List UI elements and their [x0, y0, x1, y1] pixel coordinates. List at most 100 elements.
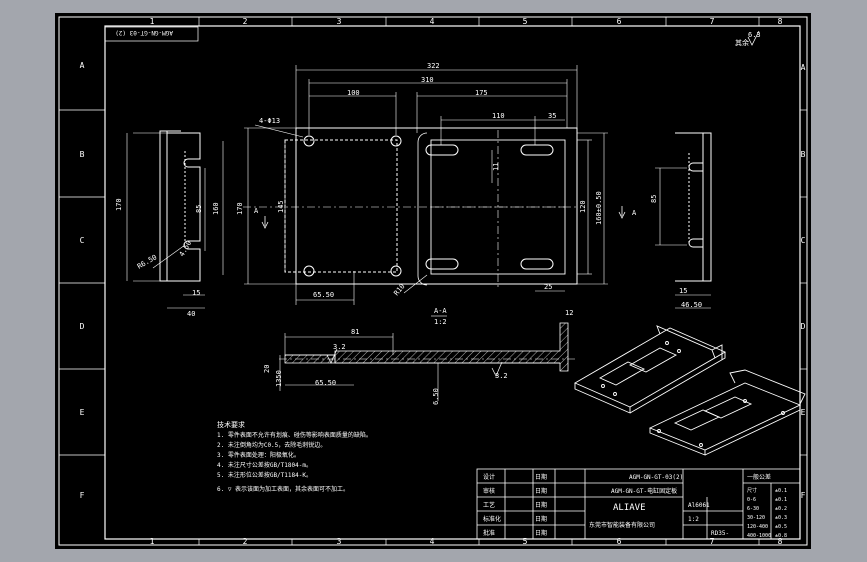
grid-row-a-right: A	[801, 63, 806, 72]
dim-310: 310	[421, 76, 434, 84]
tb-right-row-1: 0-6	[747, 497, 756, 503]
grid-col-8: 8	[778, 17, 783, 26]
dim-right-46: 46.50	[681, 301, 702, 309]
isometric-view-1	[574, 325, 726, 414]
tb-right-val-2: ±0.2	[775, 506, 787, 512]
plate-outline	[295, 127, 578, 285]
grid-row-a: A	[80, 61, 85, 70]
dim-sec-6550: 65.50	[315, 379, 336, 387]
grid-col-3: 3	[337, 17, 342, 26]
dim-sec-12: 12	[565, 309, 573, 317]
tb-right-row-5: 400-1000	[747, 533, 771, 539]
tb-sheet: RD35-	[711, 530, 729, 537]
dim-sec-650: 6.50	[432, 388, 440, 405]
grid-row-c-right: C	[801, 236, 806, 245]
grid-col-6: 6	[617, 17, 622, 26]
dim-left-15: 15	[192, 289, 200, 297]
grid-row-d-right: D	[801, 322, 806, 331]
grid-row-c: C	[80, 236, 85, 245]
tb-row-4: 批准	[483, 529, 495, 537]
dim-r10: R10	[392, 282, 406, 297]
grid-col-1: 1	[150, 17, 155, 26]
grid-row-e-right: E	[801, 408, 806, 417]
section-name: A-A	[434, 307, 447, 315]
section-roughness-icon	[326, 348, 338, 364]
grid-col-5-bottom: 5	[523, 537, 528, 546]
tech-notes: 技术要求 1. 零件表面不允许有划痕、碰伤等影响表面质量的缺陷。 2. 未注倒角…	[217, 420, 372, 493]
tb-right-row-2: 6-30	[747, 506, 759, 512]
dim-sec-1350: 1350	[275, 370, 283, 387]
main-dims: 322 310 100 175 110 35 4-Φ13 170 145 120…	[236, 62, 603, 299]
dim-left-160: 160	[212, 202, 220, 215]
tb-mid-2: 日期	[535, 501, 547, 509]
grid-col-7-bottom: 7	[710, 537, 715, 546]
dim-left-170: 170	[115, 198, 123, 211]
roughness-value: 6.3	[748, 31, 761, 39]
grid-col-6-bottom: 6	[617, 537, 622, 546]
technical-drawing: 1 2 3 4 5 6 7 8 1 2 3 4 5 6 7 8 A B C D …	[58, 16, 808, 546]
tb-mid-3: 日期	[535, 515, 547, 523]
dim-35: 35	[548, 112, 556, 120]
title-block-text: 设计 审核 工艺 标准化 批准 日期 日期 日期 日期 日期 AGM-GN-GT…	[483, 473, 787, 539]
grid-col-2: 2	[243, 17, 248, 26]
section-roughness-icon-2	[491, 361, 503, 377]
dim-sec-20: 20	[263, 365, 271, 373]
tb-right-row-0: 尺寸	[747, 487, 757, 494]
tb-right-row-3: 30-120	[747, 515, 765, 521]
roughness-label: 其余	[735, 38, 749, 47]
roughness-default: 其余 6.3	[735, 30, 761, 47]
grid-row-b: B	[80, 150, 85, 159]
grid-col-7: 7	[710, 17, 715, 26]
dim-main-160: 160±0.50	[595, 191, 603, 225]
dim-110: 110	[492, 112, 505, 120]
tb-right-val-3: ±0.3	[775, 515, 787, 521]
grid-row-d: D	[80, 322, 85, 331]
left-side-view	[126, 130, 224, 309]
dim-sec-32: 3.2	[333, 343, 346, 351]
grid-row-f: F	[80, 491, 85, 500]
section-dims: 81 3.2 12 20 1350 65.50 6.50 3.2	[263, 309, 573, 405]
tb-mid-4: 日期	[535, 529, 547, 537]
grid-row-b-right: B	[801, 150, 806, 159]
dim-100: 100	[347, 89, 360, 97]
notes-title: 技术要求	[217, 420, 245, 429]
tb-company-logo: ALIAVE	[613, 503, 646, 513]
tb-right-val-1: ±0.1	[775, 497, 787, 503]
tb-right-val-5: ±0.8	[775, 533, 787, 539]
dim-sec-81: 81	[351, 328, 359, 336]
note-3: 3. 零件表面处理：阳极氧化。	[217, 451, 300, 459]
note-6: 6. ▽ 表示该面为加工表面，其余表面可不加工。	[217, 485, 349, 493]
dim-main-120: 120	[579, 200, 587, 213]
outer-border	[58, 16, 808, 546]
grid-row-f-right: F	[801, 491, 806, 500]
inner-frame	[104, 25, 801, 540]
dim-sec-32b: 3.2	[495, 372, 508, 380]
right-side-view	[655, 132, 712, 309]
dim-holes: 4-Φ13	[259, 117, 280, 125]
main-plate-view	[243, 127, 578, 288]
grid-labels: 1 2 3 4 5 6 7 8 1 2 3 4 5 6 7 8 A B C D …	[80, 17, 806, 546]
tb-mid-1: 日期	[535, 487, 547, 495]
roughness-check-icon	[747, 30, 760, 46]
view-arrow-down-icon	[261, 216, 269, 229]
isometric-view-2	[648, 369, 806, 456]
grid-ticks	[59, 17, 807, 545]
tb-mid-0: 日期	[535, 473, 547, 481]
dim-right-85: 85	[650, 195, 658, 203]
dim-175: 175	[475, 89, 488, 97]
dim-right-15: 15	[679, 287, 687, 295]
grid-col-4: 4	[430, 17, 435, 26]
drawing-sheet: 1 2 3 4 5 6 7 8 1 2 3 4 5 6 7 8 A B C D …	[55, 13, 811, 549]
note-4: 4. 未注尺寸公差按GB/T1804-m。	[217, 461, 312, 469]
view-arrow-right: A	[618, 206, 637, 219]
tb-right-row-4: 120-400	[747, 524, 768, 530]
drawing-no-stamp: AGM-GN-GT-03 (2)	[115, 29, 173, 36]
dim-overall-width: 322	[427, 62, 440, 70]
dim-main-145: 145	[277, 200, 285, 213]
main-dim-lines	[244, 65, 608, 305]
tb-right-val-4: ±0.5	[775, 524, 787, 530]
section-scale: 1:2	[434, 318, 447, 326]
dim-11: 11	[492, 163, 500, 171]
dim-left-r6: R6.50	[136, 253, 158, 270]
dim-left-40: 40	[187, 310, 195, 318]
